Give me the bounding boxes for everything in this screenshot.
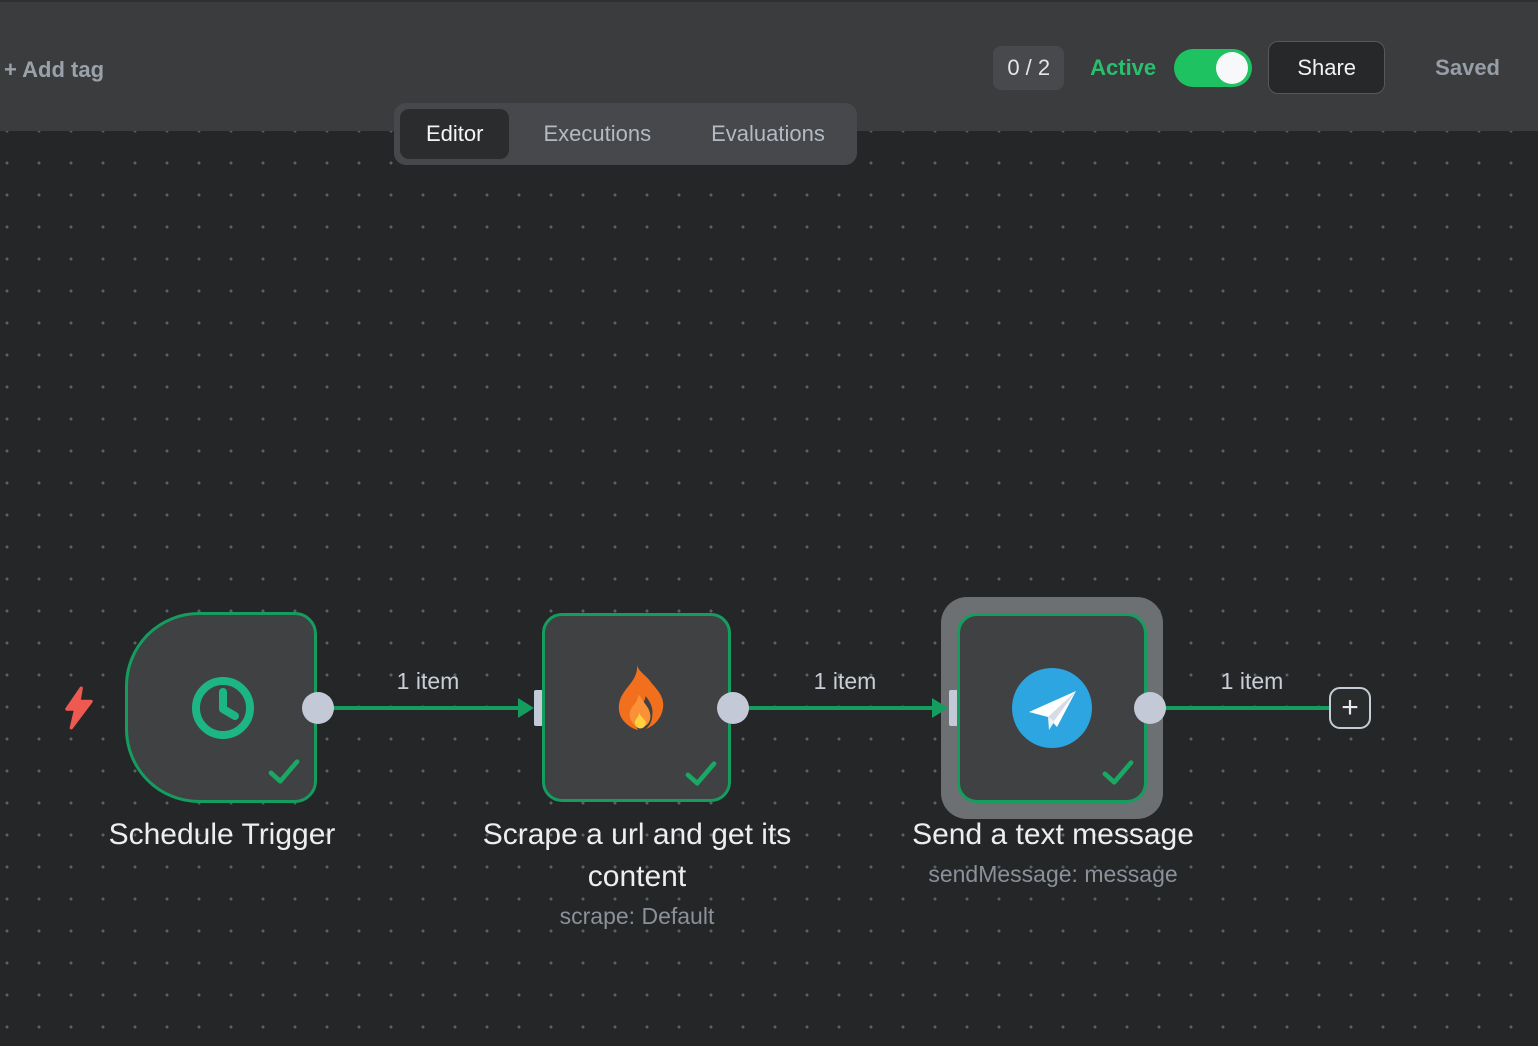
- tab-editor[interactable]: Editor: [400, 109, 510, 159]
- connection-item-count: 1 item: [1220, 668, 1284, 694]
- output-port[interactable]: [717, 692, 749, 724]
- success-check-icon: [1102, 760, 1134, 785]
- node-caption: Send a text message sendMessage: message: [873, 814, 1233, 888]
- add-tag-button[interactable]: + Add tag: [4, 57, 105, 82]
- output-port[interactable]: [1134, 692, 1166, 724]
- node-subtitle: scrape: Default: [559, 903, 715, 929]
- active-status-label: Active: [1090, 54, 1157, 80]
- output-port[interactable]: [302, 692, 334, 724]
- trigger-bolt-icon: [65, 686, 93, 730]
- node-title: Scrape a url and get its content: [482, 818, 792, 893]
- share-button[interactable]: Share: [1268, 41, 1386, 94]
- connection-arrow-icon: [518, 698, 534, 718]
- telegram-icon: [1012, 668, 1092, 748]
- node-subtitle: sendMessage: message: [928, 861, 1178, 887]
- add-node-button[interactable]: +: [1329, 687, 1371, 729]
- connection-item-count: 1 item: [396, 668, 460, 694]
- toggle-knob-icon: [1216, 51, 1249, 84]
- active-executions-counter: 0 / 2: [993, 45, 1065, 90]
- connection-item-count: 1 item: [813, 668, 877, 694]
- tab-evaluations[interactable]: Evaluations: [711, 121, 825, 146]
- workflow-canvas[interactable]: [0, 131, 1538, 1046]
- success-check-icon: [685, 761, 717, 786]
- node-title: Send a text message: [912, 818, 1194, 851]
- fire-icon: [618, 664, 664, 731]
- saved-status: Saved: [1435, 54, 1500, 80]
- view-tabs: Editor Executions Evaluations: [394, 103, 857, 165]
- active-toggle[interactable]: [1174, 48, 1253, 87]
- clock-icon: [192, 677, 254, 739]
- node-caption: Schedule Trigger: [72, 814, 372, 856]
- tab-executions[interactable]: Executions: [543, 121, 652, 146]
- connection-arrow-icon: [932, 698, 948, 718]
- node-title: Schedule Trigger: [108, 818, 336, 851]
- success-check-icon: [268, 759, 300, 784]
- node-caption: Scrape a url and get its content scrape:…: [447, 814, 827, 930]
- header-actions: 0 / 2 Active Share Saved: [993, 2, 1500, 133]
